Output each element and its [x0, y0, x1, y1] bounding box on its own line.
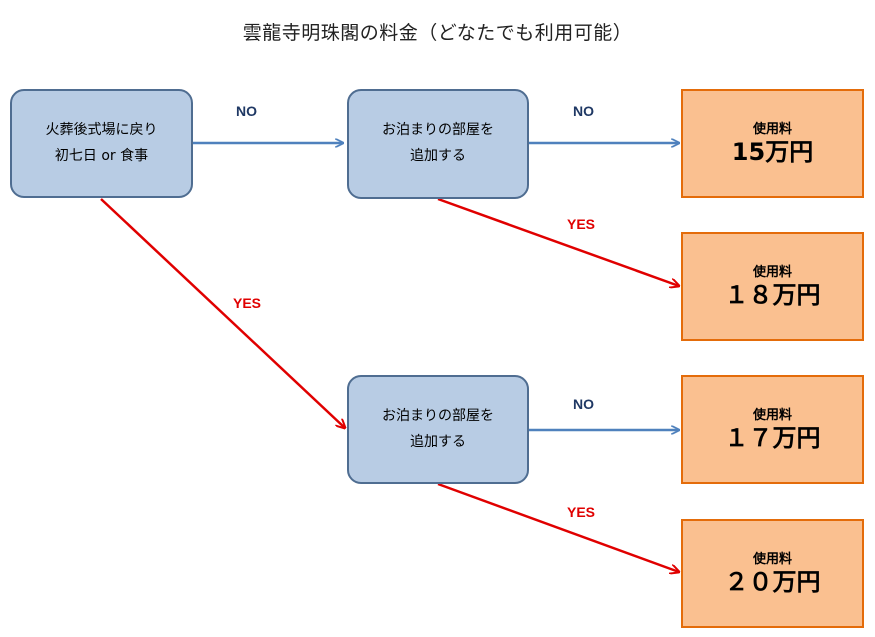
fee-18-price: １８万円: [724, 280, 821, 309]
edge-start-to-room-bottom: [100, 198, 345, 428]
fee-17-node: 使用料 １７万円: [681, 375, 864, 484]
room-top-node-line1: お泊まりの部屋を: [382, 122, 494, 139]
edge-label-yes-room-top: YES: [567, 216, 596, 232]
room-top-node-line2: 追加する: [410, 148, 466, 164]
start-node-line2: 初七日 or 食事: [54, 147, 149, 164]
edge-label-yes-start: YES: [233, 295, 262, 311]
diagram-title: 雲龍寺明珠閣の料金（どなたでも利用可能）: [242, 22, 633, 44]
fee-20-label: 使用料: [752, 551, 792, 567]
room-bottom-node: お泊まりの部屋を 追加する: [347, 375, 529, 484]
start-node-line1: 火葬後式場に戻り: [45, 121, 158, 138]
edge-label-no-room-top: NO: [573, 103, 594, 119]
fee-20-node: 使用料 ２０万円: [681, 519, 864, 628]
start-node: 火葬後式場に戻り 初七日 or 食事: [10, 89, 193, 198]
edge-label-yes-room-bottom: YES: [567, 504, 596, 520]
room-bottom-node-line2: 追加する: [410, 433, 466, 450]
fee-17-label: 使用料: [752, 407, 792, 423]
fee-18-label: 使用料: [752, 264, 792, 280]
fee-17-price: １７万円: [724, 423, 821, 452]
edge-room-top-to-fee-18: [437, 197, 679, 286]
edge-label-no-room-bottom: NO: [573, 396, 594, 412]
room-top-node: お泊まりの部屋を 追加する: [347, 89, 529, 199]
fee-15-node: 使用料 15万円: [681, 89, 864, 198]
edge-label-no-start: NO: [236, 103, 257, 119]
fee-20-price: ２０万円: [724, 567, 821, 596]
edge-room-bottom-to-fee-20: [437, 482, 679, 572]
room-bottom-node-line1: お泊まりの部屋を: [382, 407, 494, 424]
fee-15-price: 15万円: [731, 137, 814, 166]
fee-15-label: 使用料: [752, 121, 792, 137]
fee-18-node: 使用料 １８万円: [681, 232, 864, 341]
